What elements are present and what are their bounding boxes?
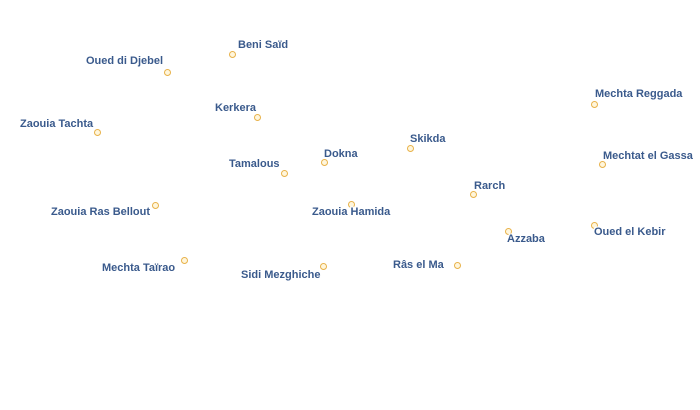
place-marker[interactable] xyxy=(591,101,598,108)
place-marker[interactable] xyxy=(599,161,606,168)
place-marker[interactable] xyxy=(505,228,512,235)
place-marker[interactable] xyxy=(94,129,101,136)
place-marker[interactable] xyxy=(281,170,288,177)
place-marker[interactable] xyxy=(348,201,355,208)
place-label: Azzaba xyxy=(507,233,545,245)
place-marker[interactable] xyxy=(229,51,236,58)
place-label: Skikda xyxy=(410,133,446,145)
place-label: Rarch xyxy=(474,180,506,192)
place-label: Oued di Djebel xyxy=(86,55,164,67)
place-label: Tamalous xyxy=(229,158,280,170)
place-marker[interactable] xyxy=(320,263,327,270)
place-marker[interactable] xyxy=(152,202,159,209)
place-label: Mechta Taïrao xyxy=(102,262,176,274)
place-label: Kerkera xyxy=(215,102,256,114)
place-label: Oued el Kebir xyxy=(594,226,666,238)
place-marker[interactable] xyxy=(454,262,461,269)
place-label: Mechtat el Gassa xyxy=(603,150,693,162)
place-label: Dokna xyxy=(324,148,358,160)
place-label: Râs el Ma xyxy=(393,259,444,271)
place-marker[interactable] xyxy=(254,114,261,121)
place-label: Mechta Reggada xyxy=(595,88,683,100)
place-marker[interactable] xyxy=(164,69,171,76)
place-marker[interactable] xyxy=(321,159,328,166)
place-label: Sidi Mezghiche xyxy=(241,269,321,281)
place-label: Beni Saïd xyxy=(238,39,289,51)
place-marker[interactable] xyxy=(470,191,477,198)
place-marker[interactable] xyxy=(181,257,188,264)
place-label: Zaouia Ras Bellout xyxy=(51,206,151,218)
place-label: Zaouia Hamida xyxy=(312,206,391,218)
place-label: Zaouia Tachta xyxy=(20,118,94,130)
place-marker[interactable] xyxy=(407,145,414,152)
place-marker[interactable] xyxy=(591,222,598,229)
